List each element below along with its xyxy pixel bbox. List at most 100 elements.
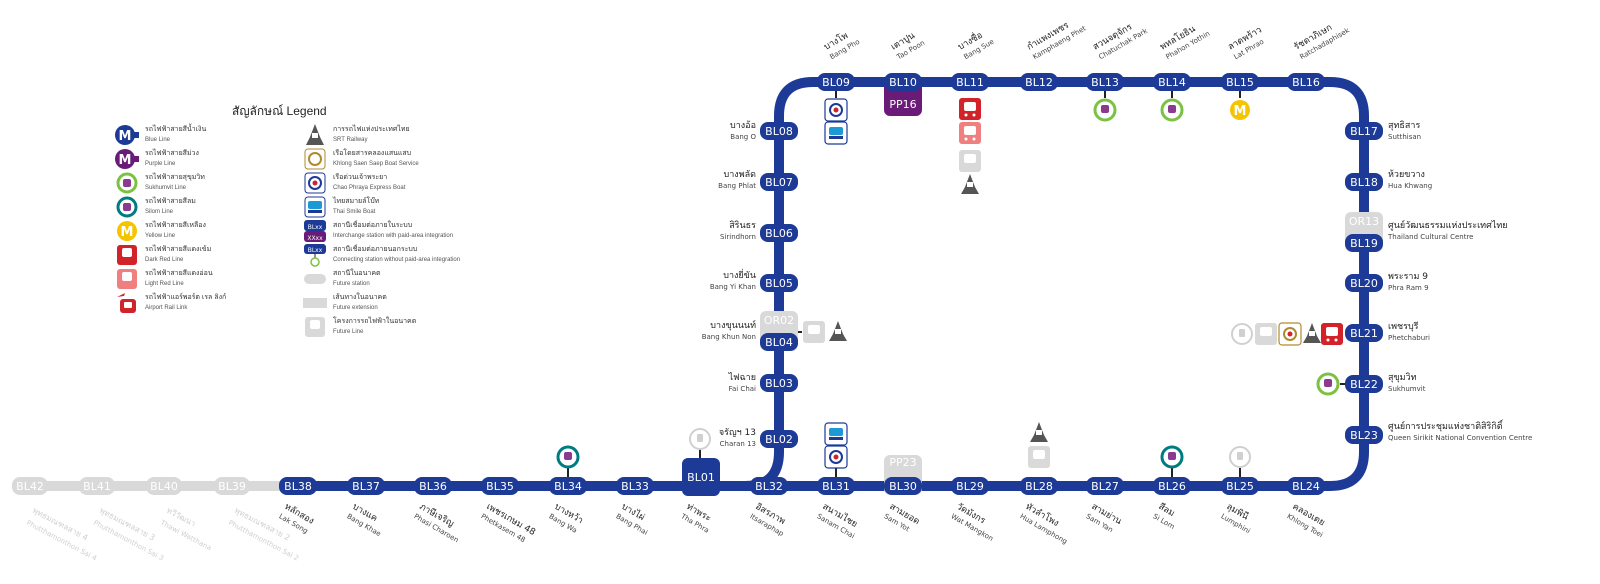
station-bl38[interactable]: BL38 xyxy=(279,477,317,495)
station-bl36[interactable]: BL36 xyxy=(414,477,452,495)
station-bl32[interactable]: BL32 xyxy=(750,477,788,495)
station-bl37[interactable]: BL37 xyxy=(347,477,385,495)
future-station-bl42-code: BL42 xyxy=(16,480,44,493)
station-bl01[interactable]: BL01 xyxy=(682,458,720,496)
station-bl30-pill xyxy=(884,477,922,495)
station-bl14-pill xyxy=(1153,73,1191,91)
station-bl31[interactable]: BL31 xyxy=(817,477,855,495)
station-bl15[interactable]: BL15 xyxy=(1221,73,1259,91)
future-station-bl42-pill xyxy=(12,477,48,495)
station-bl16-pill xyxy=(1287,73,1325,91)
station-bl29-pill xyxy=(951,477,989,495)
transfer-icons: M xyxy=(556,91,1345,477)
station-bl38-code: BL38 xyxy=(284,480,312,493)
station-bl17-pill xyxy=(1345,122,1383,140)
station-bl35-code: BL35 xyxy=(486,480,514,493)
station-bl29-code: BL29 xyxy=(956,480,984,493)
station-name-th: บางขุนนนท์ xyxy=(710,319,756,331)
station-bl03-code: BL03 xyxy=(765,377,793,390)
station-bl20[interactable]: BL20 xyxy=(1345,274,1383,292)
station-bl28[interactable]: BL28 xyxy=(1020,477,1058,495)
thai-smile-boat-icon xyxy=(824,121,848,145)
station-bl20-code: BL20 xyxy=(1350,277,1378,290)
station-bl07[interactable]: BL07 xyxy=(760,173,798,191)
station-bl23[interactable]: BL23 xyxy=(1345,426,1383,444)
airport-rail-link-icon xyxy=(1321,323,1343,345)
sukhumvit-line-icon xyxy=(1316,372,1340,396)
station-bl05-pill xyxy=(760,274,798,292)
station-bl21[interactable]: BL21 xyxy=(1345,324,1383,342)
station-bl13-pill xyxy=(1086,73,1124,91)
srt-railway-icon xyxy=(961,174,979,194)
station-bl11[interactable]: BL11 xyxy=(951,73,989,91)
station-name-th: จรัญฯ 13 xyxy=(719,428,756,438)
station-bl28-code: BL28 xyxy=(1025,480,1053,493)
station-bl12[interactable]: BL12 xyxy=(1020,73,1058,91)
station-bl19[interactable]: BL19 xyxy=(1345,234,1383,252)
station-bl25-pill xyxy=(1221,477,1259,495)
station-bl14[interactable]: BL14 xyxy=(1153,73,1191,91)
station-bl33[interactable]: BL33 xyxy=(616,477,654,495)
station-bl02-pill xyxy=(760,430,798,448)
station-bl02[interactable]: BL02 xyxy=(760,430,798,448)
station-bl19-code: BL19 xyxy=(1350,237,1378,250)
station-label-bl33: บางไผ่Bang Phai xyxy=(615,501,649,537)
pp23-code: PP23 xyxy=(889,456,916,469)
station-name-en: Hua Khwang xyxy=(1388,182,1432,190)
station-name-th: บางพลัด xyxy=(724,170,757,180)
future-station-bl39-pill xyxy=(214,477,250,495)
station-bl29[interactable]: BL29 xyxy=(951,477,989,495)
station-name-en: Phra Ram 9 xyxy=(1388,284,1429,292)
station-bl31-code: BL31 xyxy=(822,480,850,493)
station-bl22[interactable]: BL22 xyxy=(1345,375,1383,393)
station-bl24[interactable]: BL24 xyxy=(1287,477,1325,495)
chao-phraya-boat-icon xyxy=(824,98,848,122)
station-bl26[interactable]: BL26 xyxy=(1153,477,1191,495)
station-bl09[interactable]: BL09 xyxy=(817,73,855,91)
station-bl34[interactable]: BL34 xyxy=(549,477,587,495)
station-bl16[interactable]: BL16 xyxy=(1287,73,1325,91)
station-label-bl04: บางขุนนนท์Bang Khun Non xyxy=(702,319,756,341)
future-station-bl42[interactable]: BL42 xyxy=(12,477,48,495)
station-bl06[interactable]: BL06 xyxy=(760,224,798,242)
station-bl18[interactable]: BL18 xyxy=(1345,173,1383,191)
future-station-bl39[interactable]: BL39 xyxy=(214,477,250,495)
station-bl17[interactable]: BL17 xyxy=(1345,122,1383,140)
station-bl04[interactable]: BL04 xyxy=(760,333,798,351)
station-bl27[interactable]: BL27 xyxy=(1086,477,1124,495)
sukhumvit-line-icon xyxy=(1093,98,1117,122)
dark-red-line-icon xyxy=(959,98,981,120)
station-bl35[interactable]: BL35 xyxy=(481,477,519,495)
station-name-th: สุทธิสาร xyxy=(1388,120,1420,131)
station-bl25[interactable]: BL25 xyxy=(1221,477,1259,495)
station-bl08[interactable]: BL08 xyxy=(760,122,798,140)
station-bl26-code: BL26 xyxy=(1158,480,1186,493)
future-station-bl41[interactable]: BL41 xyxy=(79,477,115,495)
future-station-bl40[interactable]: BL40 xyxy=(146,477,182,495)
station-bl10[interactable]: BL10 xyxy=(884,73,922,91)
station-bl33-pill xyxy=(616,477,654,495)
station-bl05[interactable]: BL05 xyxy=(760,274,798,292)
station-bl03[interactable]: BL03 xyxy=(760,374,798,392)
yellow-line-icon: M xyxy=(1230,100,1250,120)
station-bl16-code: BL16 xyxy=(1292,76,1320,89)
station-name-th: สุขุมวิท xyxy=(1388,372,1417,383)
station-bl20-pill xyxy=(1345,274,1383,292)
station-bl34-pill xyxy=(549,477,587,495)
station-bl13[interactable]: BL13 xyxy=(1086,73,1124,91)
station-bl30[interactable]: BL30 xyxy=(884,477,922,495)
